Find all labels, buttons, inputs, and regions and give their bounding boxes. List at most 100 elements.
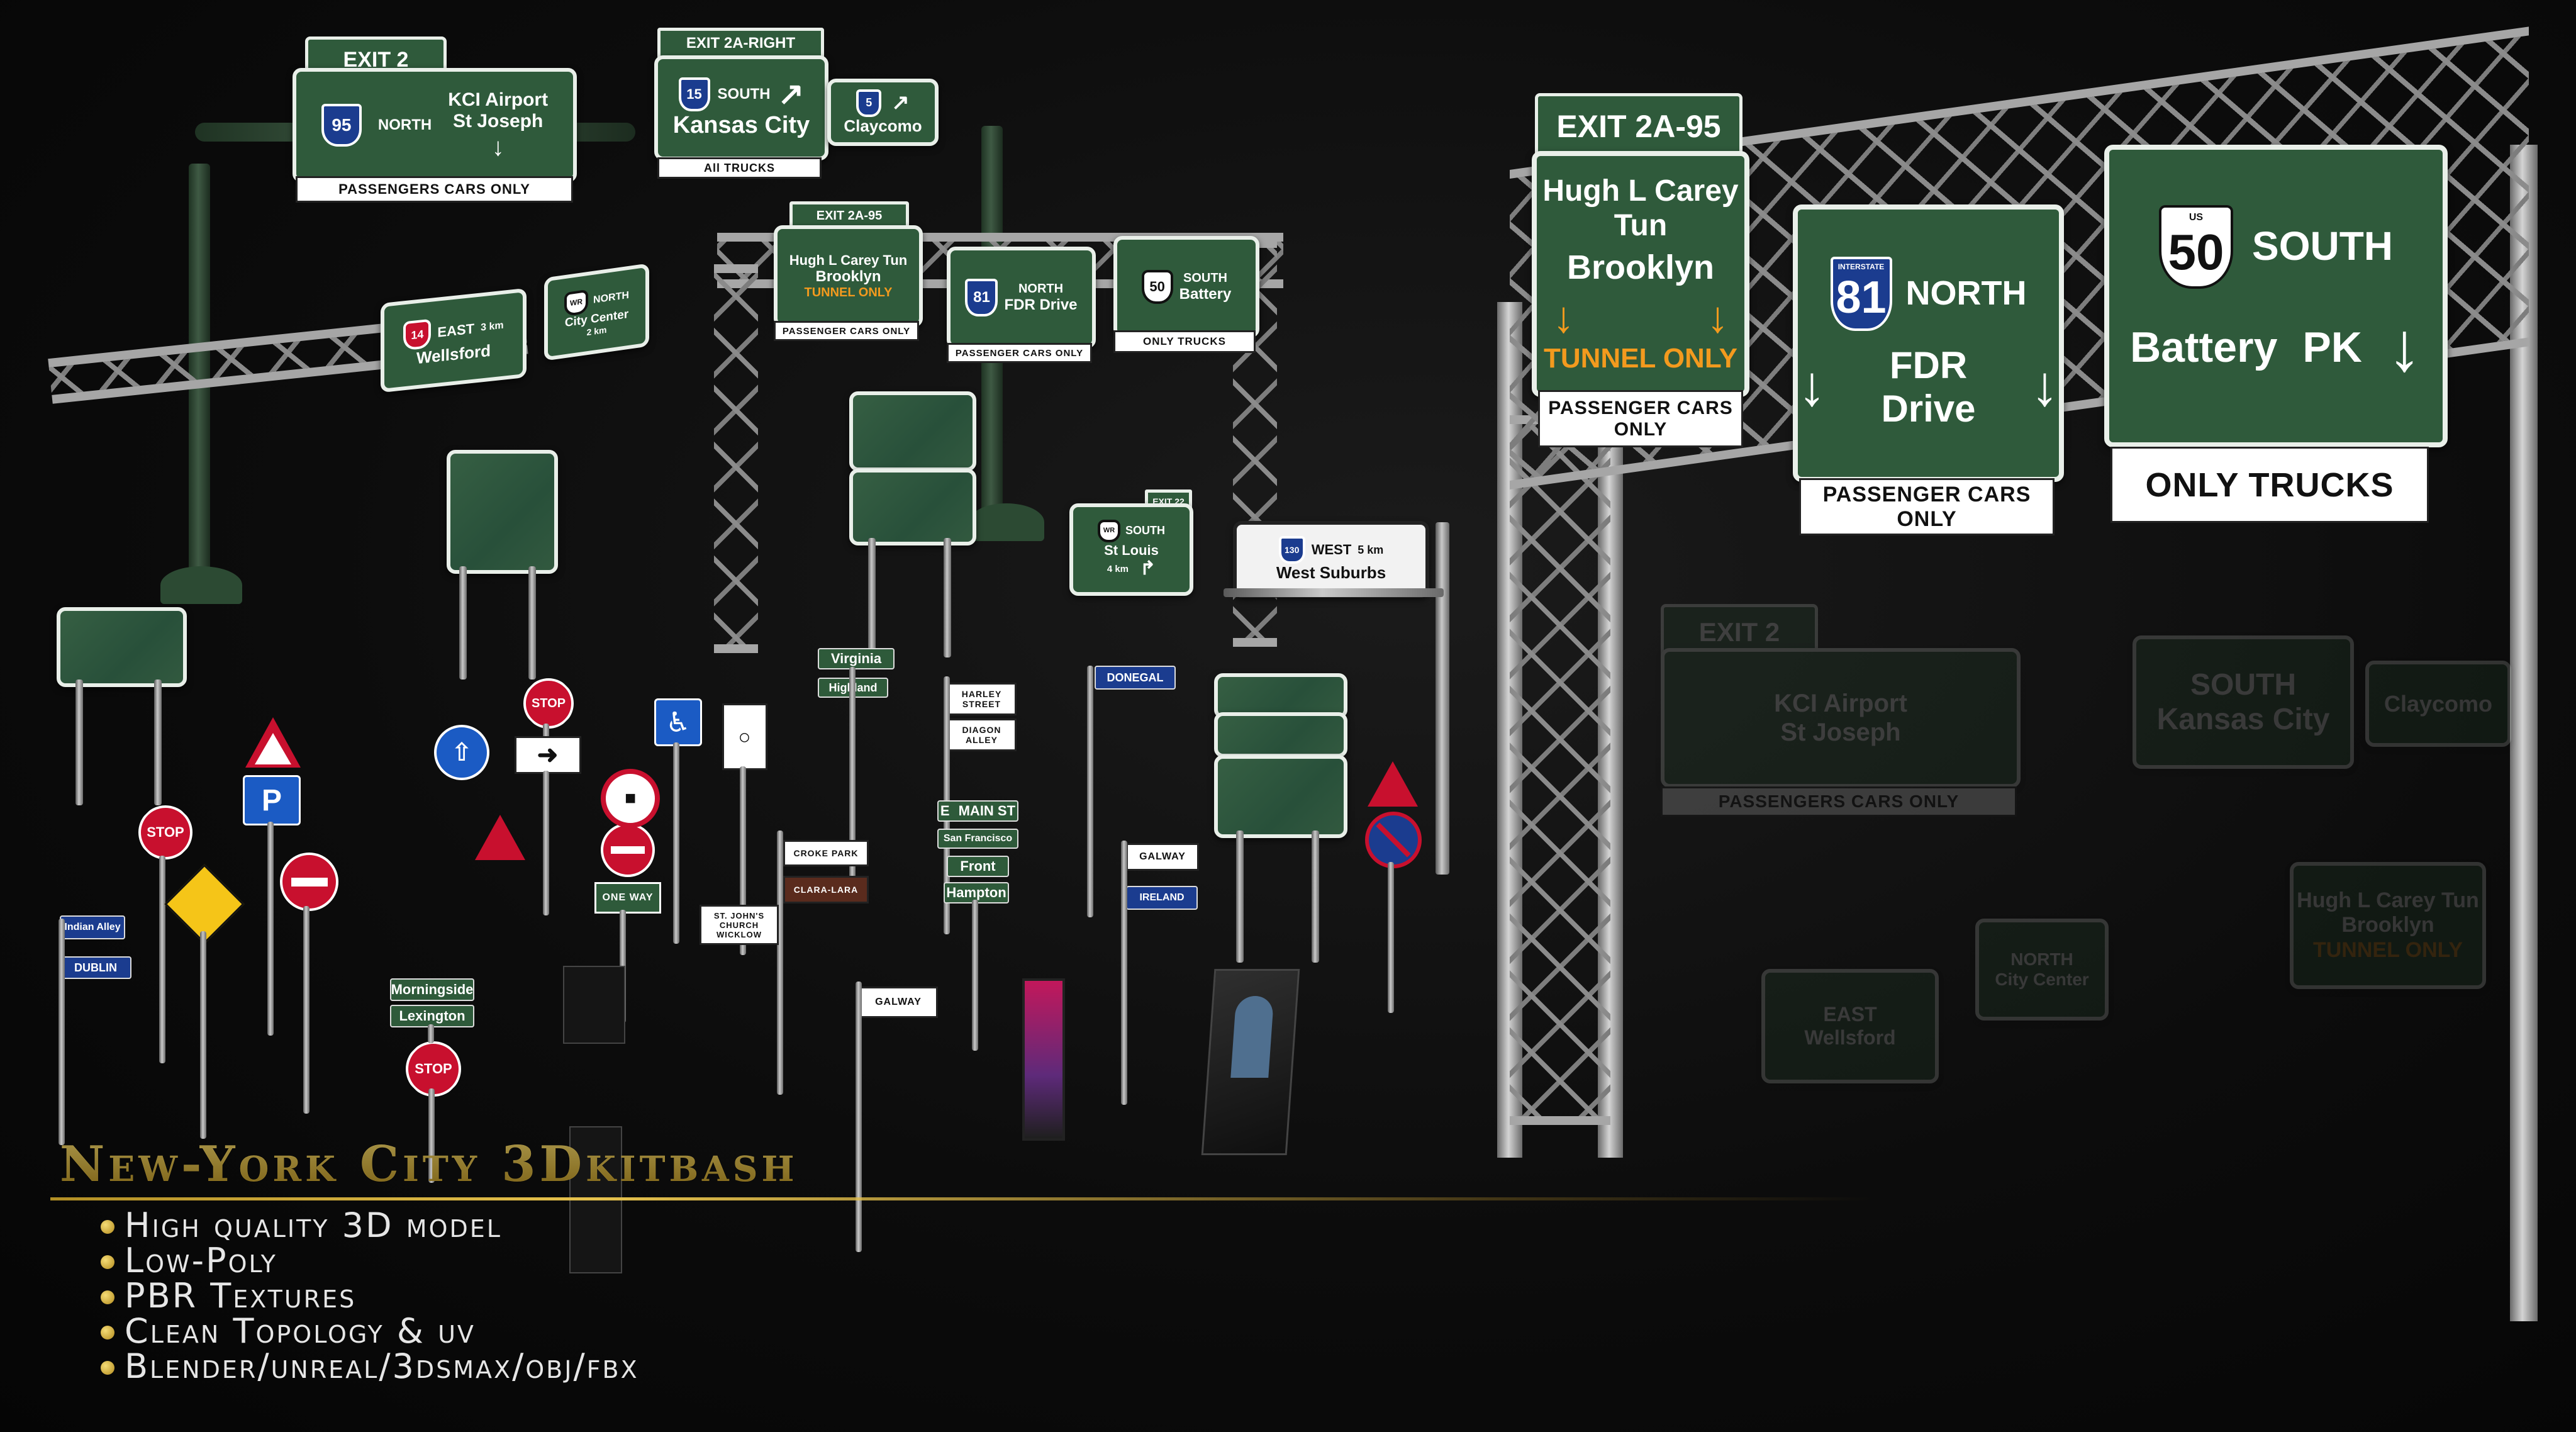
stop-sign-icon: STOP [406, 1041, 461, 1097]
exit-2a-right-tab: EXIT 2A-RIGHT [657, 28, 824, 59]
passenger-cars-only-label-1: PASSENGER CARS ONLY [1548, 397, 1733, 440]
west-direction: WEST [1311, 542, 1352, 558]
ghost-city-dir: NORTH [2010, 949, 2073, 969]
city-center-direction: NORTH [593, 289, 629, 306]
virginia-sign: Virginia [818, 648, 895, 669]
fdr-name: FDR Drive [1881, 344, 1976, 430]
galway-label-1: GALWAY [1139, 851, 1186, 862]
galway-sign-2: GALWAY [859, 987, 938, 1018]
diagon-alley-sign: DIAGON ALLEY [947, 719, 1017, 751]
feature-item: Blender/unreal/3dsmax/obj/fbx [101, 1349, 639, 1384]
wellsford-distance: 3 km [481, 320, 504, 333]
passenger-cars-only-plate-2: PASSENGER CARS ONLY [1799, 478, 2055, 535]
lexington-label: Lexington [399, 1008, 466, 1024]
arrow-turn-right-icon: ↱ [1140, 557, 1156, 579]
stop-label-1: STOP [147, 824, 184, 840]
city-center-sign: WR NORTH City Center 2 km [544, 263, 649, 361]
only-trucks-small-label: ONLY TRUCKS [1143, 335, 1226, 347]
ghost-kansas-city-sign: SOUTH Kansas City [2133, 635, 2354, 769]
battery-pk-sign: US 50 SOUTH Battery PK ↓ [2104, 145, 2448, 447]
feature-list: High quality 3D model Low-Poly PBR Textu… [101, 1208, 639, 1384]
front-label: Front [960, 858, 996, 874]
blank-sign-6 [1214, 712, 1347, 758]
main-st-label: MAIN ST [958, 803, 1016, 819]
diagon-label: DIAGON ALLEY [962, 725, 1001, 745]
hugh-line2: Brooklyn [1566, 249, 1715, 287]
ghost-claycomo-sign: Claycomo [2365, 661, 2511, 747]
ireland-sign: IRELAND [1126, 886, 1198, 910]
hugh-small-line1: Hugh L Carey Tun [789, 252, 908, 269]
ghost-tunnel-only: TUNNEL ONLY [2312, 937, 2463, 962]
ghost-passengers-label: PASSENGERS CARS ONLY [1718, 792, 1960, 811]
ghost-kci-line2: St Joseph [1780, 719, 1901, 746]
no-entry-icon [280, 853, 338, 911]
interstate-shield-icon: 5 [856, 89, 882, 117]
ghost-hugh-line2: Brooklyn [2341, 913, 2434, 937]
route-shield-icon: WR [564, 289, 589, 317]
stop-sign-icon: STOP [523, 678, 574, 729]
croke-park-label: CROKE PARK [793, 848, 859, 858]
info-board-sign [563, 966, 625, 1044]
arrow-up-right-icon: ↗ [891, 91, 910, 115]
fdr-direction: NORTH [1905, 274, 2027, 313]
morningside-sign: Morningside [390, 978, 474, 1001]
us-label: US [2188, 212, 2204, 223]
hugh-carey-small-sign: Hugh L Carey Tun Brooklyn TUNNEL ONLY [774, 225, 923, 327]
st-johns-label: ST. JOHN'S CHURCH [713, 910, 765, 930]
ghost-kc-dir: SOUTH [2190, 668, 2296, 702]
fdr-route: 81 [1836, 272, 1887, 323]
exit-2a-95-label: EXIT 2A-95 [1556, 108, 1721, 144]
ireland-label: IRELAND [1139, 892, 1185, 903]
galway-sign-1: GALWAY [1126, 843, 1199, 871]
dublin-sign: DUBLIN [60, 956, 131, 979]
directional-arrow-icon: ⇧ [434, 725, 489, 780]
blank-sign-2 [447, 450, 558, 574]
donegal-label: DONEGAL [1107, 671, 1164, 684]
stop-label-2: STOP [531, 696, 566, 710]
route-shield-icon: 14 [403, 318, 432, 351]
blank-sign-1 [57, 607, 187, 687]
warning-triangle-icon [475, 815, 525, 860]
passenger-cars-only-fdr-small-plate: PASSENGER CARS ONLY [947, 343, 1092, 363]
blank-sign-3 [849, 391, 976, 471]
only-trucks-small-plate: ONLY TRUCKS [1113, 330, 1256, 353]
claycomo-sign: 5 ↗ Claycomo [827, 79, 939, 146]
fdr-small-direction: NORTH [1018, 281, 1064, 296]
feature-item: Clean Topology & uv [101, 1314, 639, 1349]
dublin-label: DUBLIN [74, 961, 117, 974]
virginia-label: Virginia [830, 651, 882, 666]
route-shield-icon: WR [1098, 519, 1120, 542]
exit-2-label: EXIT 2 [343, 47, 409, 72]
blank-sign-4 [849, 469, 976, 545]
ghost-wellsford-dir: EAST [1823, 1003, 1877, 1026]
passenger-cars-only-small-plate: PASSENGER CARS ONLY [774, 321, 919, 341]
all-trucks-label: All TRUCKS [704, 161, 775, 174]
arrow-down-icon: ↓ [491, 133, 505, 161]
croke-park-sign: CROKE PARK [783, 840, 869, 866]
arrow-down-icon: ↓ [2031, 354, 2059, 418]
exit-2a-right-label: EXIT 2A-RIGHT [686, 35, 796, 52]
interstate-label: INTERSTATE [1837, 262, 1885, 272]
no-parking-plate: ◯ [722, 703, 767, 770]
ghost-kci-sign: KCI Airport St Joseph [1661, 648, 2021, 788]
kci-line2: St Joseph [452, 111, 544, 131]
ghost-kc-city: Kansas City [2156, 703, 2330, 736]
kci-direction: NORTH [377, 116, 432, 134]
colorful-totem [1022, 978, 1065, 1141]
ghost-claycomo: Claycomo [2384, 690, 2493, 717]
west-distance: 5 km [1358, 543, 1384, 556]
passenger-cars-only-plate-1: PASSENGER CARS ONLY [1538, 390, 1743, 447]
wicklow-label: WICKLOW [716, 929, 762, 939]
ghost-wellsford-name: Wellsford [1804, 1026, 1896, 1049]
ghost-passengers-plate: PASSENGERS CARS ONLY [1661, 786, 2017, 817]
feature-text: Clean Topology & uv [125, 1311, 476, 1351]
bullet-icon [101, 1290, 114, 1304]
battery-route: 50 [2168, 224, 2224, 281]
feature-item: Low-Poly [101, 1243, 639, 1278]
ghost-city-name: City Center [1995, 970, 2089, 989]
clara-lara-sign: CLARA-LARA [783, 876, 869, 903]
one-way-sign: ONE WAY [594, 882, 661, 914]
passenger-cars-only-small-label: PASSENGER CARS ONLY [782, 325, 911, 337]
bullet-icon [101, 1361, 114, 1375]
city-center-distance: 2 km [586, 324, 607, 338]
